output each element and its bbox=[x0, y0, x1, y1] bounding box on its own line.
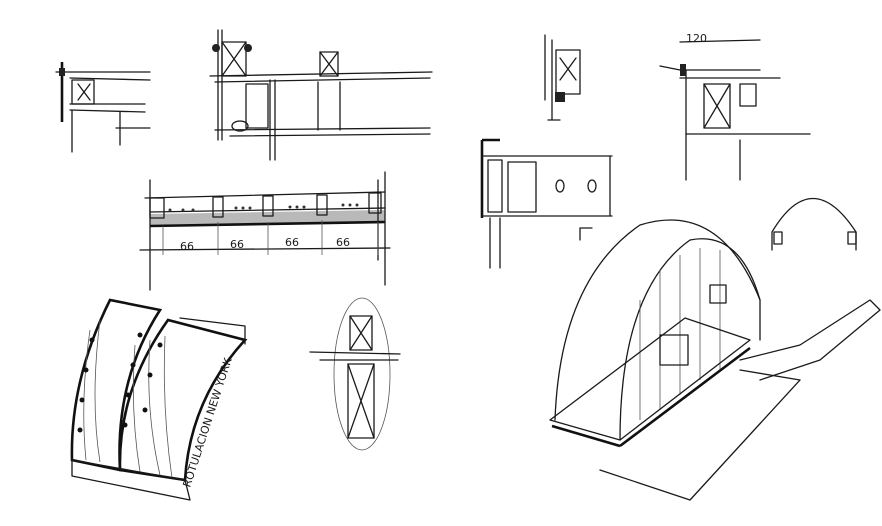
dimension-label: 66 bbox=[285, 236, 299, 249]
arch-perspective bbox=[549, 219, 881, 501]
dimension-label: 66 bbox=[230, 238, 244, 251]
detail-top-right-a bbox=[544, 34, 581, 121]
dome-section bbox=[771, 197, 857, 251]
vertical-section bbox=[309, 297, 401, 451]
arch-label: ROTULACION NEW YORK bbox=[180, 356, 234, 489]
dimension-label: 66 bbox=[180, 240, 194, 253]
dimension-label: 66 bbox=[336, 236, 350, 249]
detail-top-left bbox=[55, 62, 151, 153]
detail-top-right-b: 120 bbox=[659, 32, 811, 181]
section-beam-holes bbox=[480, 138, 613, 269]
curved-panels: ROTULACION NEW YORK bbox=[70, 298, 248, 501]
dimension-label: 120 bbox=[686, 32, 707, 45]
detail-top-middle bbox=[209, 29, 433, 161]
beam-elevation: 66 66 66 66 bbox=[139, 171, 391, 291]
